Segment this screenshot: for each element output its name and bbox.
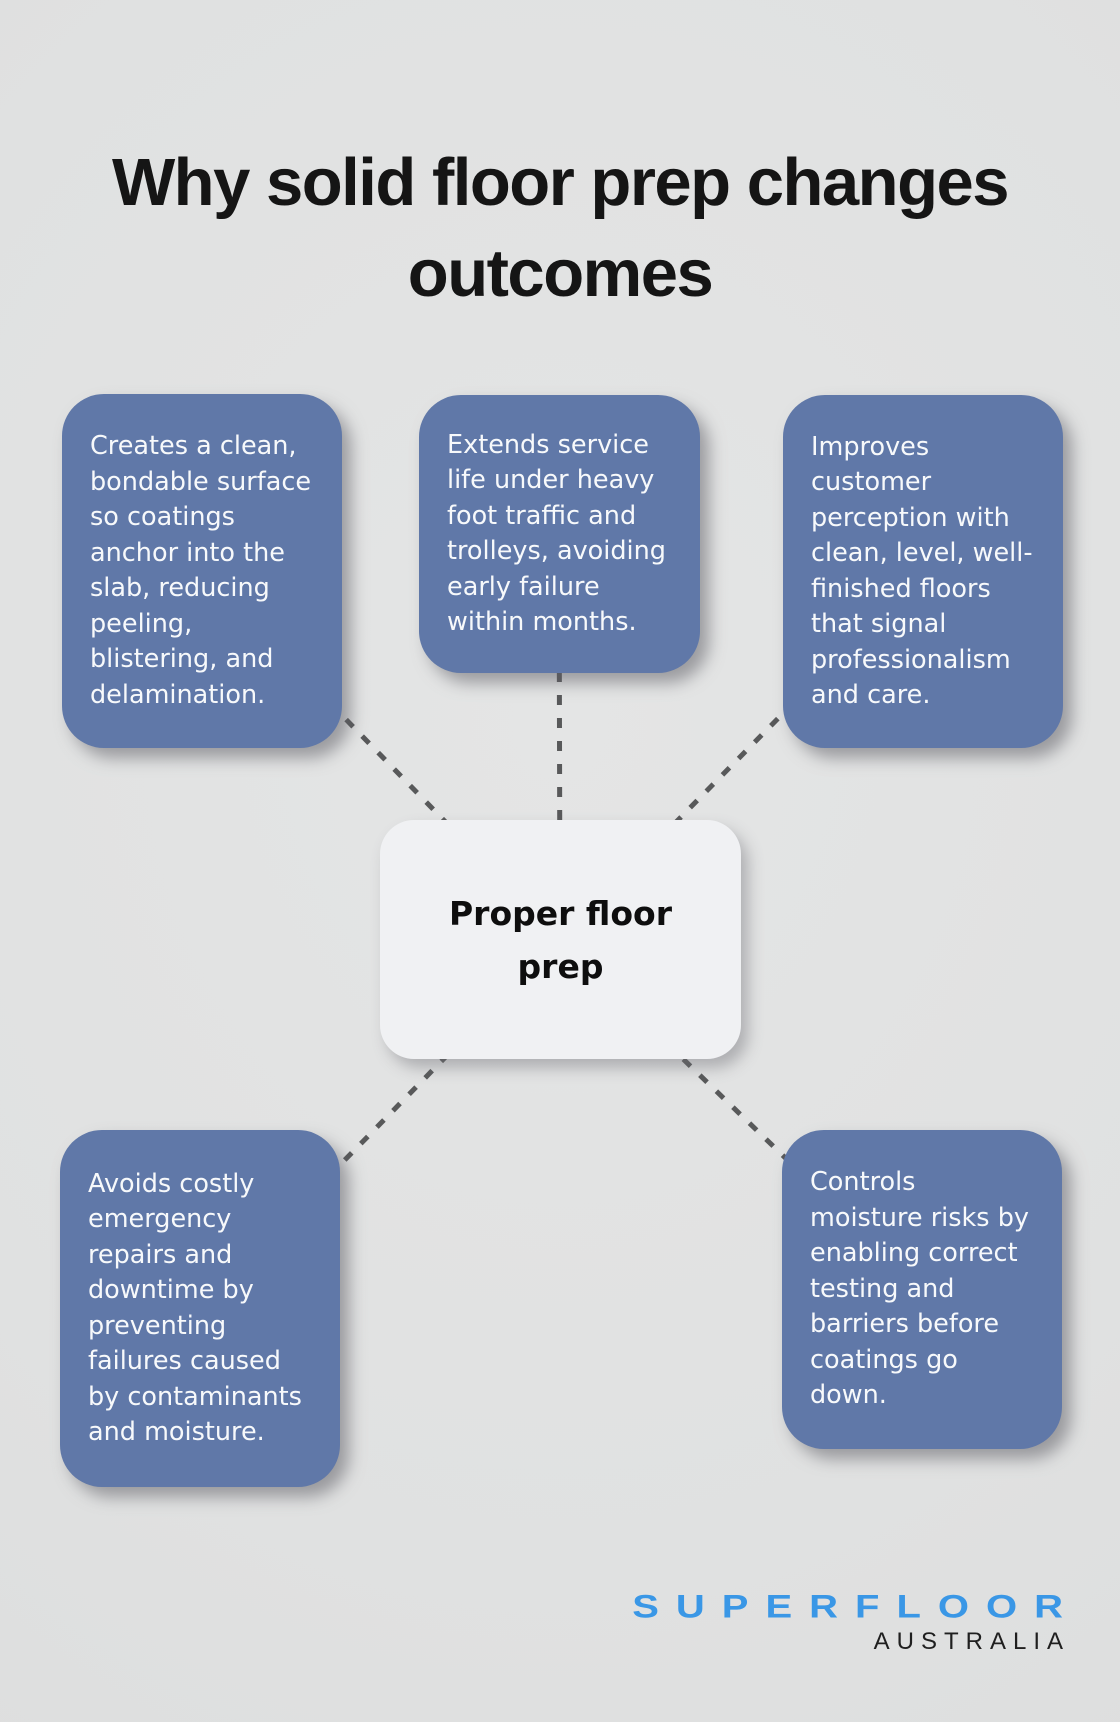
brand-logo: SUPERFLOOR AUSTRALIA — [632, 1585, 1063, 1656]
page-title-text: Why solid floor prep changes outcomes — [111, 144, 1010, 311]
central-node: Proper floor prep — [380, 820, 741, 1059]
brand-region-label: AUSTRALIA — [873, 1628, 1070, 1655]
benefit-card-service-life: Extends service life under heavy foot tr… — [419, 395, 700, 673]
benefit-card-bondable-surface: Creates a clean, bondable surface so coa… — [62, 394, 342, 748]
connector-top-left — [200, 569, 562, 942]
benefit-card-text: Creates a clean, bondable surface so coa… — [90, 431, 312, 710]
brand-wordmark: SUPERFLOOR — [632, 1589, 1080, 1625]
connector-bottom-left — [198, 938, 562, 1310]
benefit-card-text: Controls moisture risks by enabling corr… — [810, 1167, 1029, 1411]
page-title: Why solid floor prep changes outcomes — [0, 137, 1120, 319]
connector-top-right — [558, 569, 925, 942]
benefit-card-text: Improves customer perception with clean,… — [811, 431, 1033, 711]
benefit-card-text: Avoids costly emergency repairs and down… — [88, 1168, 302, 1448]
central-node-label: Proper floor prep — [449, 893, 672, 986]
benefit-card-avoids-repairs: Avoids costly emergency repairs and down… — [60, 1130, 340, 1487]
benefit-card-moisture-control: Controls moisture risks by enabling corr… — [782, 1130, 1062, 1449]
benefit-card-text: Extends service life under heavy foot tr… — [447, 429, 666, 638]
benefit-card-customer-perception: Improves customer perception with clean,… — [783, 395, 1063, 748]
